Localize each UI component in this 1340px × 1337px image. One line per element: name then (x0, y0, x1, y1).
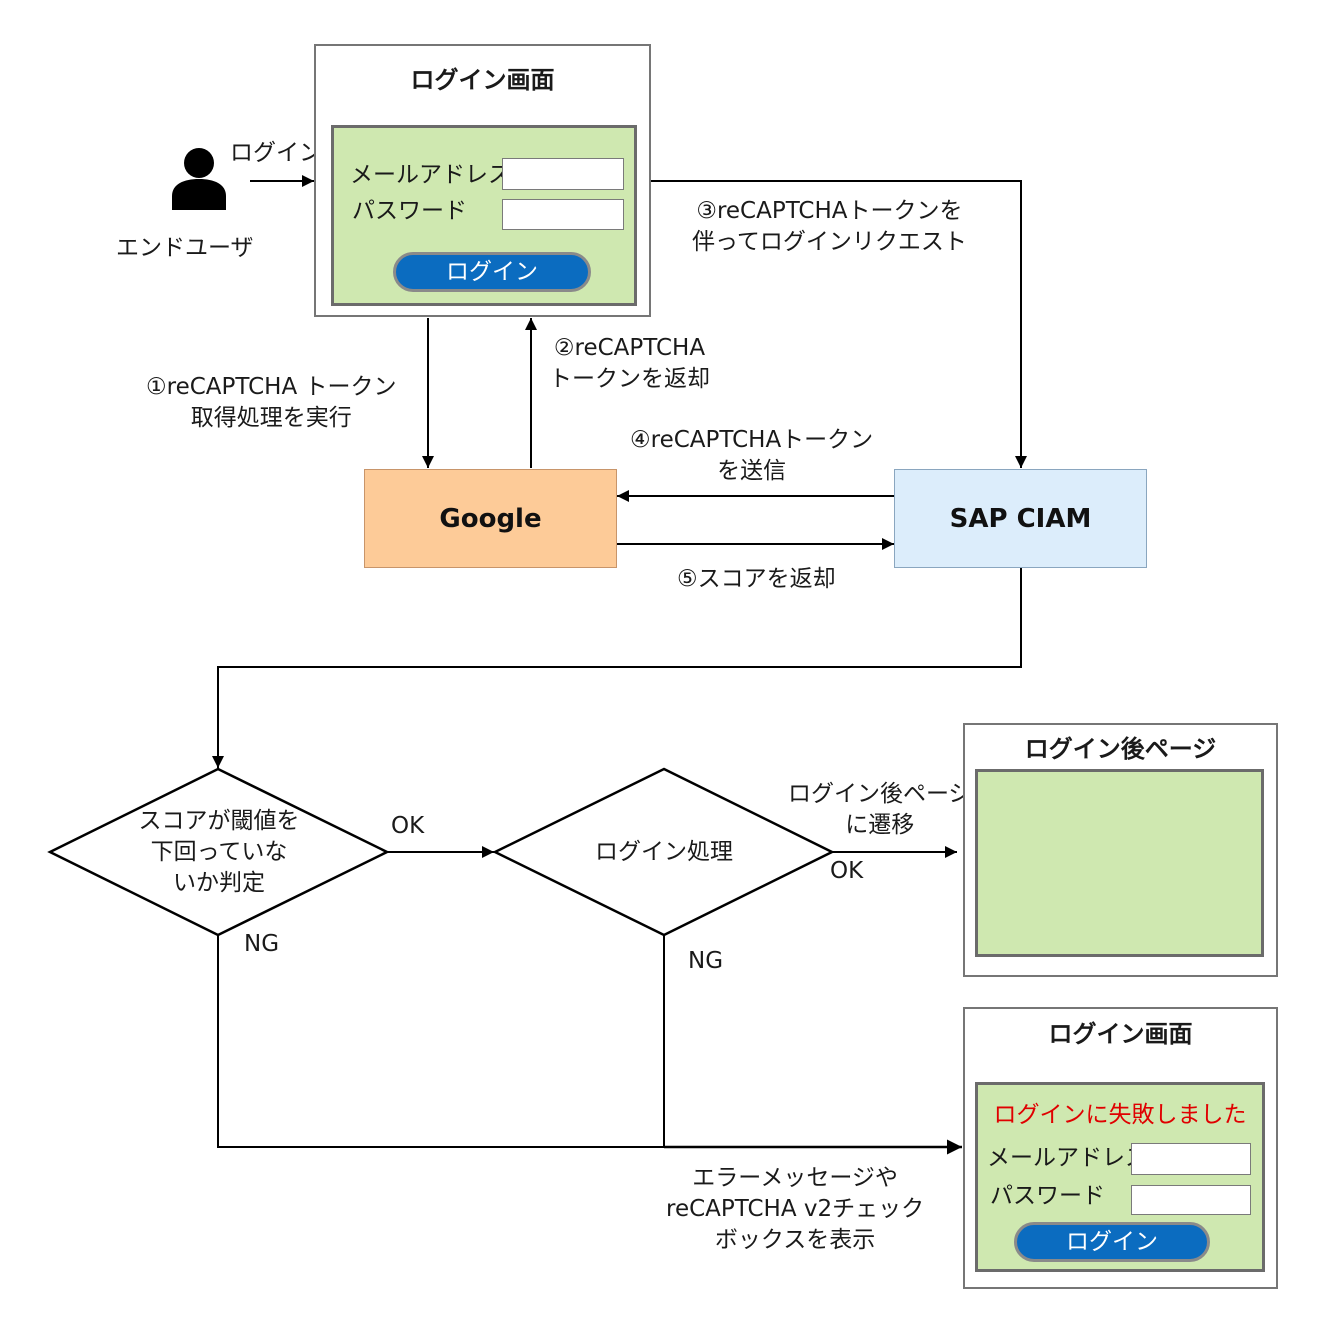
error-form-panel: ログインに失敗しました メールアドレス パスワード ログイン (975, 1082, 1265, 1272)
transition-error-line1: エラーメッセージや (692, 1165, 898, 1191)
step4-label: ④reCAPTCHAトークン を送信 (630, 425, 873, 487)
step3-label: ③reCAPTCHAトークンを 伴ってログインリクエスト (692, 196, 967, 258)
error-email-field[interactable] (1131, 1143, 1251, 1175)
login-arrow-label: ログイン (230, 140, 322, 166)
decision-score-line2: 下回っていな (150, 839, 288, 865)
error-password-field[interactable] (1131, 1185, 1251, 1215)
step2-line2: トークンを返却 (549, 366, 710, 392)
step1-line1: ①reCAPTCHA トークン (146, 374, 397, 400)
login-screen-title: ログイン画面 (410, 66, 555, 94)
decision-score-ng-label: NG (244, 931, 280, 957)
google-node: Google (364, 469, 617, 568)
transition-after-login-line1: ログイン後ページ (788, 781, 972, 807)
error-screen-title: ログイン画面 (1048, 1020, 1193, 1048)
step1-label: ①reCAPTCHA トークン 取得処理を実行 (146, 372, 396, 434)
line-score-ng (217, 935, 664, 1148)
error-password-label: パスワード (990, 1183, 1105, 1209)
step1-line2: 取得処理を実行 (190, 405, 352, 431)
email-label: メールアドレス (350, 162, 511, 188)
decision-score-text: スコアが閾値を 下回っていな いか判定 (119, 806, 319, 899)
transition-after-login-label: ログイン後ページ に遷移 (788, 779, 972, 841)
sap-ciam-node: SAP CIAM (894, 469, 1147, 568)
password-field[interactable] (502, 199, 624, 230)
error-message: ログインに失敗しました (993, 1102, 1247, 1128)
transition-after-login-line2: に遷移 (845, 812, 915, 838)
login-screen-error: ログイン画面 ログインに失敗しました メールアドレス パスワード ログイン (963, 1007, 1278, 1289)
step3-line2: 伴ってログインリクエスト (692, 229, 967, 255)
step5-label: ⑤スコアを返却 (677, 566, 836, 592)
step4-line1: ④reCAPTCHAトークン (630, 427, 874, 453)
after-login-title: ログイン後ページ (1024, 735, 1217, 763)
error-login-button[interactable]: ログイン (1014, 1222, 1210, 1262)
step3-line1: ③reCAPTCHAトークンを (696, 198, 963, 224)
decision-login-text: ログイン処理 (595, 839, 733, 865)
step4-line2: を送信 (717, 458, 787, 484)
after-login-page: ログイン後ページ (963, 723, 1278, 977)
person-icon (172, 148, 226, 210)
transition-error-label: エラーメッセージや reCAPTCHA v2チェック ボックスを表示 (666, 1163, 924, 1256)
login-button[interactable]: ログイン (393, 252, 591, 292)
login-form-panel: メールアドレス パスワード ログイン (331, 125, 637, 306)
email-field[interactable] (502, 158, 624, 190)
transition-error-line3: ボックスを表示 (714, 1227, 876, 1253)
after-login-content-panel (975, 769, 1264, 957)
transition-error-line2: reCAPTCHA v2チェック (666, 1196, 925, 1222)
decision-score-line3: いか判定 (173, 870, 265, 896)
arrow-step3 (651, 180, 1027, 468)
decision-score-line1: スコアが閾値を (138, 808, 300, 834)
decision-login-ok-label: OK (830, 858, 864, 884)
step2-line1: ②reCAPTCHA (553, 335, 706, 361)
password-label: パスワード (352, 198, 467, 224)
step2-label: ②reCAPTCHA トークンを返却 (549, 333, 710, 395)
decision-login-ng-label: NG (688, 948, 724, 974)
arrow-sap-to-decision (212, 568, 1022, 768)
actor-label: エンドユーザ (116, 235, 254, 261)
decision-score-ok-label: OK (391, 813, 425, 839)
error-email-label: メールアドレス (987, 1145, 1148, 1171)
login-screen-top: ログイン画面 メールアドレス パスワード ログイン (314, 44, 651, 317)
